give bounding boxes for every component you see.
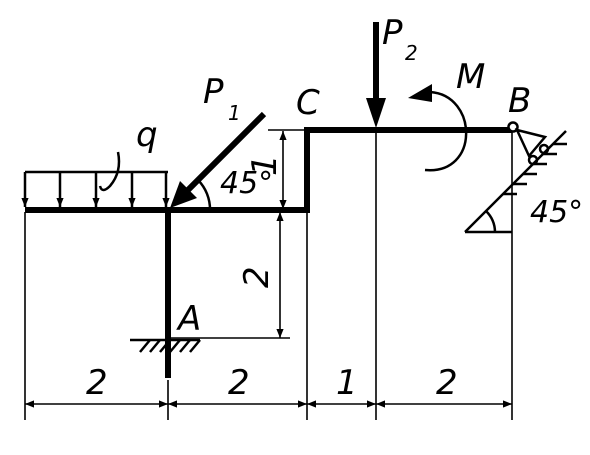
beam-frame bbox=[25, 127, 512, 378]
dim-v-upper: 1 bbox=[245, 154, 285, 176]
extension-lines bbox=[24, 129, 513, 420]
distributed-load-q bbox=[21, 151, 170, 207]
label-m: M bbox=[456, 57, 485, 97]
label-p2-sub: 2 bbox=[405, 41, 418, 65]
angle-support: 45° bbox=[530, 195, 583, 230]
label-p2: P bbox=[382, 13, 403, 53]
dim-h-4: 2 bbox=[436, 363, 458, 403]
label-a: A bbox=[176, 299, 201, 339]
dim-v-lower: 2 bbox=[237, 266, 277, 288]
label-p1-sub: 1 bbox=[228, 101, 241, 125]
dimension-lines bbox=[25, 131, 512, 408]
force-p2 bbox=[366, 22, 386, 128]
dim-h-2: 2 bbox=[228, 363, 250, 403]
label-b: B bbox=[508, 81, 531, 121]
roller-support-b bbox=[464, 121, 567, 234]
angle-p1: 45° bbox=[220, 166, 273, 201]
dim-h-1: 2 bbox=[86, 363, 108, 403]
moment-m bbox=[408, 84, 468, 172]
label-q: q bbox=[136, 115, 158, 155]
label-c: C bbox=[296, 83, 320, 123]
dim-h-3: 1 bbox=[336, 363, 358, 403]
fixed-support-a bbox=[130, 338, 201, 353]
label-p1: P bbox=[203, 72, 224, 112]
force-p1 bbox=[170, 111, 267, 211]
